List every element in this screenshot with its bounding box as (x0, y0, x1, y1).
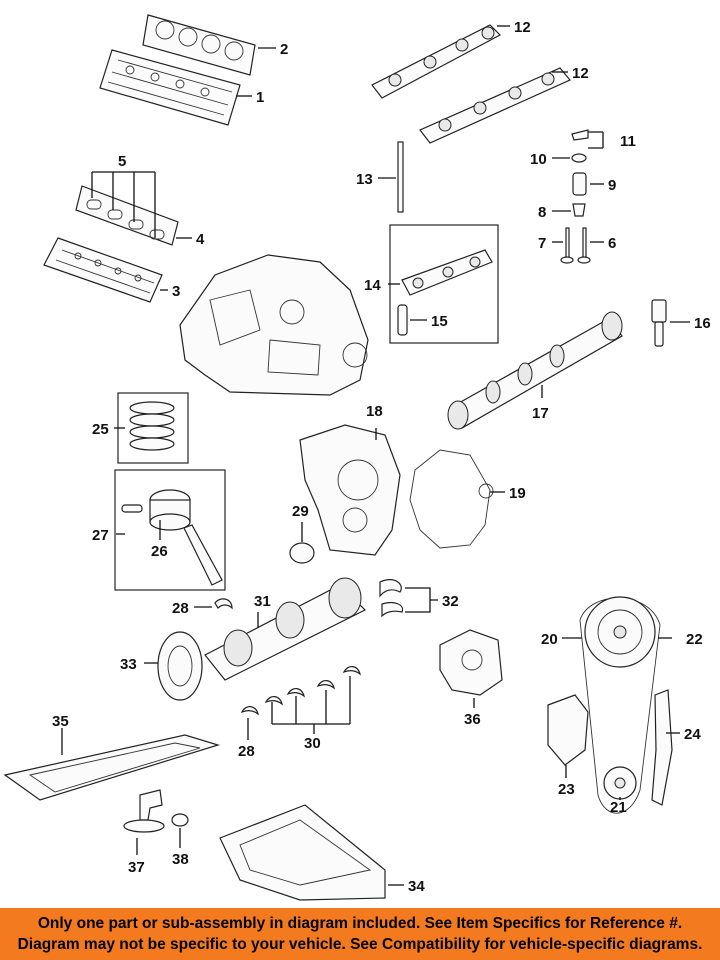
callout-27: 27 (92, 527, 109, 544)
thrust-bearing-part (379, 579, 402, 598)
push-rod-part (397, 141, 404, 213)
cam-sensor-part (651, 299, 667, 347)
leader-lines (61, 25, 690, 886)
callout-37: 37 (128, 859, 145, 876)
engine-block-part (179, 254, 369, 396)
timing-cover-part (299, 424, 401, 556)
callout-29: 29 (292, 503, 309, 520)
callout-12b: 12 (572, 65, 589, 82)
disclaimer-banner: Only one part or sub-assembly in diagram… (0, 908, 720, 960)
callout-31: 31 (254, 593, 271, 610)
disclaimer-line-1: Only one part or sub-assembly in diagram… (37, 915, 683, 932)
lifter-part (397, 304, 408, 336)
callout-1: 1 (256, 89, 264, 106)
timing-cover-gasket-part (409, 449, 491, 549)
rocker-arm-lower-part (419, 67, 571, 144)
valve-keeper-part (571, 129, 589, 141)
chain-tensioner-part (547, 694, 589, 766)
rocker-arm-upper-part (371, 24, 501, 99)
crankshaft-part (204, 577, 367, 681)
callout-6: 6 (608, 235, 616, 252)
callout-30: 30 (304, 735, 321, 752)
oil-pan-gasket-part (3, 734, 221, 801)
disclaimer-line-2: Diagram may not be specific to your vehi… (17, 936, 703, 953)
piston-pin-part (121, 504, 143, 513)
front-crank-seal-part (289, 542, 315, 564)
callout-16: 16 (694, 315, 711, 332)
connecting-rod-part (183, 524, 223, 586)
callout-28b: 28 (238, 743, 255, 760)
callout-38: 38 (172, 851, 189, 868)
pickup-o-ring-part (171, 813, 189, 827)
valve-seal-part (572, 203, 586, 217)
intake-valve-part (560, 227, 574, 264)
callout-33: 33 (120, 656, 137, 673)
callout-19: 19 (509, 485, 526, 502)
callout-32: 32 (442, 593, 459, 610)
callout-28a: 28 (172, 600, 189, 617)
piston-rod-group-box (114, 469, 226, 591)
valve-cover-gasket-part (75, 185, 179, 246)
timing-set-part (579, 596, 661, 814)
valve-retainer-part (571, 153, 587, 163)
callout-24: 24 (684, 726, 701, 743)
callout-12a: 12 (514, 19, 531, 36)
callout-23: 23 (558, 781, 575, 798)
callout-9: 9 (608, 177, 616, 194)
callout-3: 3 (172, 283, 180, 300)
engine-parts-diagram: 1 2 3 4 5 6 7 8 9 10 11 12 12 13 14 15 1… (3, 14, 711, 901)
oil-pan-part (219, 804, 386, 901)
exhaust-valve-part (577, 227, 591, 264)
main-bearings-part (240, 666, 361, 716)
head-gasket-part (142, 14, 256, 76)
cylinder-head-part (99, 49, 241, 126)
valve-spring-part (572, 172, 587, 196)
chain-guide-part (651, 689, 673, 806)
piston-part (149, 489, 191, 531)
gasket-ring-part (478, 483, 494, 499)
callout-labels: 1 2 3 4 5 6 7 8 9 10 11 12 12 13 14 15 1… (52, 19, 711, 895)
callout-11: 11 (620, 133, 636, 150)
callout-18: 18 (366, 403, 383, 420)
piston-rings-part (117, 392, 189, 464)
oil-pickup-part (123, 789, 165, 833)
oil-pump-part (439, 629, 503, 696)
callout-20: 20 (541, 631, 558, 648)
callout-25: 25 (92, 421, 109, 438)
callout-4: 4 (196, 231, 205, 248)
callout-34: 34 (408, 878, 425, 895)
lifter-guide-part (401, 249, 493, 296)
callout-7: 7 (538, 235, 546, 252)
callout-10: 10 (530, 151, 547, 168)
callout-36: 36 (464, 711, 481, 728)
callout-13: 13 (356, 171, 373, 188)
callout-8: 8 (538, 204, 546, 221)
callout-22: 22 (686, 631, 703, 648)
camshaft-part (447, 311, 623, 430)
callout-17: 17 (532, 405, 549, 422)
callout-21: 21 (610, 799, 627, 816)
crank-pulley-part (157, 631, 203, 701)
crank-bearing-28-part (214, 598, 233, 610)
callout-2: 2 (280, 41, 288, 58)
callout-26: 26 (151, 543, 168, 560)
callout-5: 5 (118, 153, 126, 170)
callout-14: 14 (364, 277, 381, 294)
callout-35: 35 (52, 713, 69, 730)
callout-15: 15 (431, 313, 448, 330)
valve-cover-part (43, 237, 163, 303)
